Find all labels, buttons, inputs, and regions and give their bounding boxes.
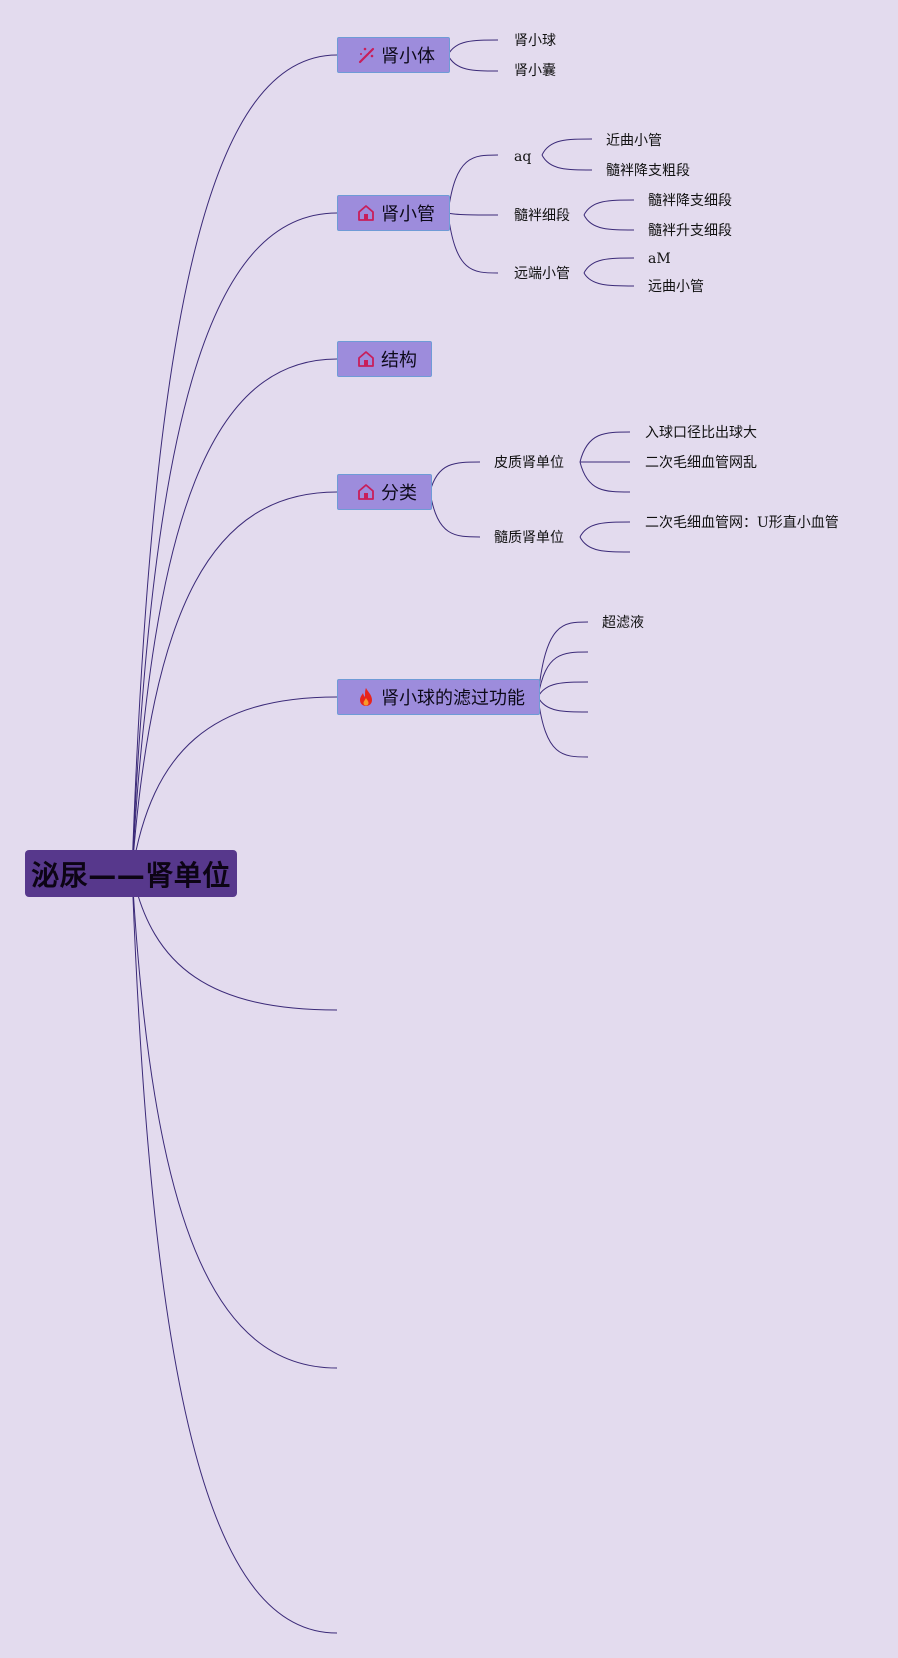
topic-label: 结构 bbox=[381, 350, 417, 371]
branch-link bbox=[447, 212, 499, 216]
root-link bbox=[131, 696, 338, 873]
topic-shenxiaoti[interactable]: 肾小体 bbox=[337, 37, 450, 73]
subtopic-chaolvye[interactable]: 超滤液 bbox=[602, 615, 644, 631]
branch-link bbox=[579, 431, 631, 463]
topic-shenxiaoguan[interactable]: 肾小管 bbox=[337, 195, 450, 231]
branch-link bbox=[541, 138, 593, 156]
topic-fenlei[interactable]: 分类 bbox=[337, 474, 432, 510]
branch-link bbox=[583, 199, 635, 216]
subtopic-yuanqu-xiaoguan[interactable]: 远曲小管 bbox=[648, 279, 704, 295]
root-link bbox=[131, 491, 338, 873]
subtopic-erci-maoxi-zhixiaoxueguan[interactable]: 二次毛细血管网：U形直小血管 bbox=[645, 515, 839, 531]
subtopic-erci-maoxi-luan[interactable]: 二次毛细血管网乱 bbox=[645, 455, 757, 471]
subtopic-shenxiaonang[interactable]: 肾小囊 bbox=[514, 63, 556, 79]
house-icon bbox=[356, 482, 376, 502]
branch-link bbox=[579, 521, 631, 538]
branch-link bbox=[537, 651, 589, 698]
subtopic-aM[interactable]: aM bbox=[648, 251, 671, 267]
subtopic-suipan-jiangzhi-cuduan[interactable]: 髓袢降支粗段 bbox=[606, 163, 690, 179]
root-topic[interactable]: 泌尿——肾单位 bbox=[25, 850, 237, 897]
root-link bbox=[131, 871, 338, 1369]
topic-lvguo[interactable]: 肾小球的滤过功能 bbox=[337, 679, 540, 715]
subtopic-suizhi-shendanwei[interactable]: 髓质肾单位 bbox=[494, 530, 564, 546]
subtopic-shenxiaoqiu[interactable]: 肾小球 bbox=[514, 33, 556, 49]
fire-icon bbox=[356, 687, 376, 707]
branch-link bbox=[429, 461, 481, 493]
root-link bbox=[131, 871, 338, 1634]
branch-link bbox=[537, 696, 589, 713]
root-link bbox=[131, 54, 338, 873]
branch-link bbox=[537, 621, 589, 698]
subtopic-suipan-shengzhi-xiduan[interactable]: 髓袢升支细段 bbox=[648, 223, 732, 239]
subtopic-aq[interactable]: aq bbox=[514, 149, 532, 165]
root-link bbox=[131, 212, 338, 873]
wand-icon bbox=[356, 45, 376, 65]
root-link bbox=[131, 358, 338, 873]
subtopic-yuanduan-xiaoguan[interactable]: 远端小管 bbox=[514, 266, 570, 282]
subtopic-ruqiu-koujing[interactable]: 入球口径比出球大 bbox=[645, 425, 757, 441]
topic-jiegou[interactable]: 结构 bbox=[337, 341, 432, 377]
topic-label: 肾小球的滤过功能 bbox=[381, 688, 525, 709]
subtopic-jinqu-xiaoguan[interactable]: 近曲小管 bbox=[606, 133, 662, 149]
branch-link bbox=[541, 154, 593, 171]
branch-link bbox=[579, 536, 631, 553]
house-icon bbox=[356, 349, 376, 369]
branch-link bbox=[447, 154, 499, 214]
branch-link bbox=[583, 214, 635, 231]
subtopic-suipan-xiduan[interactable]: 髓袢细段 bbox=[514, 208, 570, 224]
branch-link bbox=[579, 461, 631, 493]
house-icon bbox=[356, 203, 376, 223]
topic-label: 肾小管 bbox=[381, 204, 435, 225]
branch-link bbox=[583, 257, 635, 274]
branch-link bbox=[583, 272, 635, 287]
subtopic-pizhi-shendanwei[interactable]: 皮质肾单位 bbox=[494, 455, 564, 471]
branch-link bbox=[537, 681, 589, 698]
subtopic-suipan-jiangzhi-xiduan[interactable]: 髓袢降支细段 bbox=[648, 193, 732, 209]
root-link bbox=[131, 871, 338, 1011]
branch-link bbox=[537, 696, 589, 758]
branch-link bbox=[447, 54, 499, 72]
branch-link bbox=[447, 39, 499, 56]
topic-label: 分类 bbox=[381, 483, 417, 504]
branch-link bbox=[447, 212, 499, 274]
branch-link bbox=[429, 491, 481, 538]
root-topic-label: 泌尿——肾单位 bbox=[31, 858, 231, 892]
topic-label: 肾小体 bbox=[381, 46, 435, 67]
